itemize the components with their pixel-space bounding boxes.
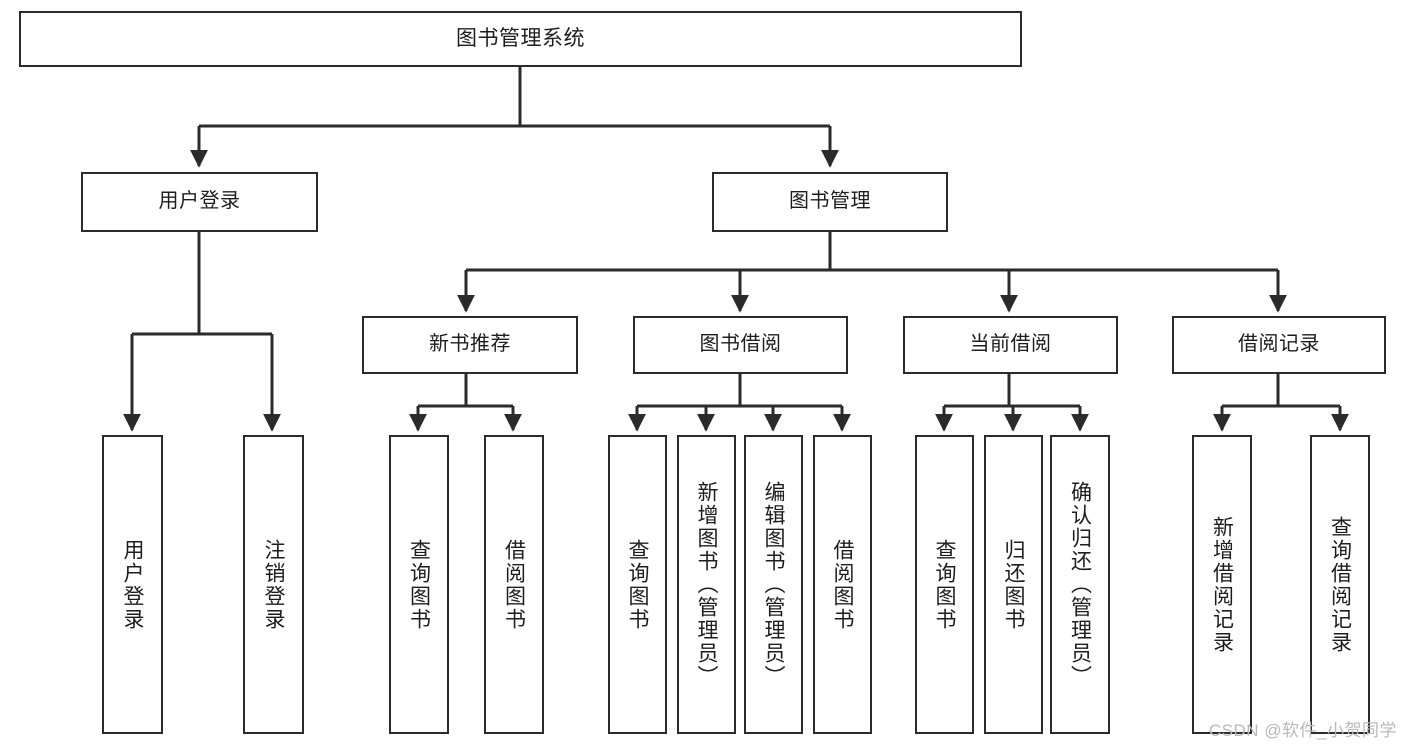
node-leaf-borrow-book-1-label: 借阅图书 — [502, 538, 526, 631]
node-leaf-user-login[interactable]: 用户登录 — [102, 435, 163, 734]
node-leaf-logout[interactable]: 注销登录 — [243, 435, 304, 734]
node-book-borrow[interactable]: 图书借阅 — [633, 316, 848, 374]
node-book-manage-label: 图书管理 — [789, 190, 871, 213]
node-leaf-borrow-book-1[interactable]: 借阅图书 — [484, 435, 544, 734]
node-current-borrow-label: 当前借阅 — [969, 333, 1052, 356]
node-leaf-add-book[interactable]: 新增图书（管理员） — [677, 435, 736, 734]
node-user-login[interactable]: 用户登录 — [81, 172, 318, 232]
node-leaf-query-record-label: 查询借阅记录 — [1328, 515, 1352, 654]
node-leaf-add-record[interactable]: 新增借阅记录 — [1192, 435, 1252, 734]
node-new-book-rec-label: 新书推荐 — [429, 333, 511, 356]
node-leaf-query-book-1[interactable]: 查询图书 — [389, 435, 449, 734]
node-leaf-query-book-1-label: 查询图书 — [407, 538, 431, 631]
node-new-book-rec[interactable]: 新书推荐 — [362, 316, 578, 374]
node-root[interactable]: 图书管理系统 — [19, 11, 1022, 67]
node-current-borrow[interactable]: 当前借阅 — [903, 316, 1118, 374]
watermark-text: CSDN @软件_小贺同学 — [1208, 721, 1397, 740]
node-leaf-return-book[interactable]: 归还图书 — [984, 435, 1043, 734]
node-borrow-record[interactable]: 借阅记录 — [1172, 316, 1386, 374]
node-user-login-label: 用户登录 — [158, 190, 241, 213]
node-leaf-user-login-label: 用户登录 — [121, 538, 145, 631]
node-book-borrow-label: 图书借阅 — [699, 333, 782, 356]
node-leaf-edit-book-label: 编辑图书（管理员） — [762, 481, 786, 688]
node-leaf-query-book-2[interactable]: 查询图书 — [608, 435, 667, 734]
node-leaf-query-book-2-label: 查询图书 — [626, 538, 650, 631]
node-leaf-logout-label: 注销登录 — [262, 538, 286, 631]
node-leaf-confirm-return[interactable]: 确认归还（管理员） — [1050, 435, 1110, 734]
node-leaf-confirm-return-label: 确认归还（管理员） — [1068, 481, 1092, 688]
node-book-manage[interactable]: 图书管理 — [712, 172, 948, 232]
node-leaf-return-book-label: 归还图书 — [1002, 538, 1026, 631]
node-borrow-record-label: 借阅记录 — [1238, 333, 1320, 356]
node-leaf-edit-book[interactable]: 编辑图书（管理员） — [744, 435, 803, 734]
node-leaf-query-book-3-label: 查询图书 — [933, 538, 957, 631]
node-leaf-add-record-label: 新增借阅记录 — [1210, 515, 1234, 654]
node-leaf-borrow-book-2[interactable]: 借阅图书 — [813, 435, 872, 734]
node-leaf-borrow-book-2-label: 借阅图书 — [831, 538, 855, 631]
node-leaf-query-book-3[interactable]: 查询图书 — [915, 435, 974, 734]
node-leaf-query-record[interactable]: 查询借阅记录 — [1310, 435, 1370, 734]
node-root-label: 图书管理系统 — [456, 26, 585, 50]
node-leaf-add-book-label: 新增图书（管理员） — [695, 481, 719, 688]
